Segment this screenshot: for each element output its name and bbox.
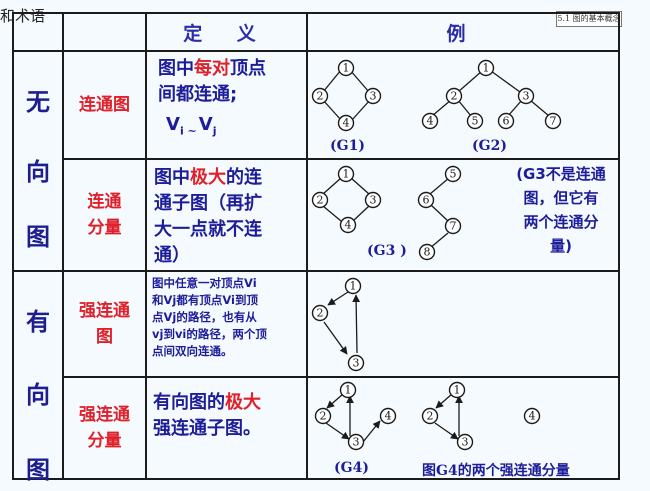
- graph-node-label: 3: [523, 90, 530, 103]
- graph-node-label: 2: [451, 90, 458, 103]
- graph-node-label: 2: [427, 410, 434, 423]
- caption-g4-components: 图G4的两个强连通分量: [422, 463, 570, 479]
- header-left-text: 和术语: [0, 7, 46, 25]
- definition-connected-component: 图中极大的连 通子图（再扩 大一点就不连 通）: [154, 167, 262, 266]
- definition-strong-component: 有向图的极大 强连通子图。: [153, 392, 261, 439]
- graph-node-label: 5: [472, 115, 479, 128]
- category-undirected-char-2: 向: [26, 157, 50, 186]
- caption-g3: (G3 ): [367, 243, 407, 259]
- graph-node-label: 7: [550, 115, 557, 128]
- graph-node-label: 2: [317, 307, 324, 320]
- category-undirected-char-3: 图: [26, 222, 50, 251]
- definition-strong-connected-graph: 图中任意一对顶点Vi 和Vj都有顶点Vi到顶 点Vj的路径，也有从 vj到vi的…: [152, 276, 267, 358]
- caption-g4: (G4): [334, 460, 369, 476]
- column-header-definition: 定 义: [183, 22, 270, 45]
- caption-g2: (G2): [472, 138, 507, 154]
- category-undirected-char-1: 无: [26, 87, 50, 116]
- term-strong-component: 强连通 分量: [79, 405, 130, 451]
- slide-badge: 5.1 图的基本概念: [556, 11, 622, 27]
- graph-node-label: 4: [385, 410, 392, 423]
- graph-node-label: 1: [343, 168, 350, 181]
- note-g3: (G3不是连通 图，但它有 两个连通分 量): [516, 165, 606, 255]
- graph-node-label: 3: [370, 194, 377, 207]
- graph-node-label: 2: [317, 90, 324, 103]
- graph-node-label: 1: [350, 280, 357, 293]
- definition-connected-graph: 图中每对顶点 间都连通; Vi ~Vj: [158, 58, 266, 138]
- graph-node-label: 3: [370, 90, 377, 103]
- graph-node-label: 1: [345, 384, 352, 397]
- category-directed-char-1: 有: [26, 307, 50, 336]
- graph-node-label: 1: [483, 62, 490, 75]
- graph-node-label: 1: [343, 62, 350, 75]
- definition-table: 定 义 例 无 向 图 有 向 图 连通图 连通 分量 强连通 图 强连通 分量…: [12, 12, 620, 484]
- graph-node-label: 2: [320, 410, 327, 423]
- graph-node-label: 4: [343, 117, 350, 130]
- term-connected-graph: 连通图: [79, 95, 130, 115]
- graph-node-label: 4: [427, 115, 434, 128]
- column-header-example: 例: [446, 22, 480, 45]
- category-directed-char-3: 图: [26, 455, 50, 484]
- graph-node-label: 3: [353, 357, 360, 370]
- graph-node-label: 2: [317, 194, 324, 207]
- graph-node-label: 3: [353, 436, 360, 449]
- graph-node-label: 4: [345, 219, 352, 232]
- graph-node-label: 6: [503, 115, 510, 128]
- caption-g1: (G1): [330, 138, 365, 154]
- term-strong-connected-graph: 强连通 图: [79, 301, 130, 347]
- graph-node-label: 5: [450, 168, 457, 181]
- graph-node-label: 7: [450, 220, 457, 233]
- graph-node-label: 4: [529, 410, 536, 423]
- graph-node-label: 6: [423, 194, 430, 207]
- graph-node-label: 1: [454, 384, 461, 397]
- example-graphs: 1 2 3 4 1 2 3 4 5 6 7 1 2 3 4 5 6 7 8 1 2 3 1 2 3 4 1 2 3 4: [311, 59, 562, 451]
- term-connected-component: 连通 分量: [87, 192, 122, 238]
- graph-node-label: 8: [424, 246, 431, 259]
- category-directed-char-2: 向: [26, 380, 50, 409]
- graph-node-label: 3: [462, 436, 469, 449]
